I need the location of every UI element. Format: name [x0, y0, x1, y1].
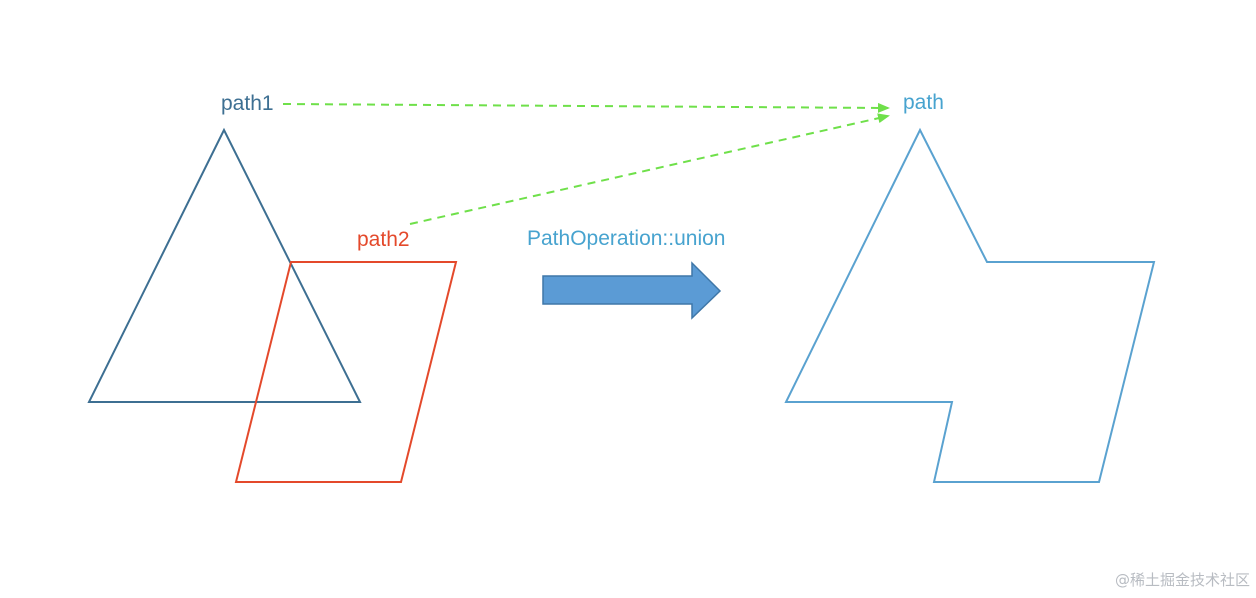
path2-label: path2	[357, 228, 410, 251]
result-union-shape	[784, 127, 1156, 483]
path2-link-arrow	[409, 113, 890, 225]
watermark: @稀土掘金技术社区	[1114, 571, 1250, 589]
path1-link-arrow	[282, 102, 890, 113]
result-label: path	[903, 91, 944, 114]
path1-triangle	[87, 127, 362, 403]
path2-parallelogram	[234, 261, 458, 483]
operation-arrow	[542, 261, 722, 320]
operation-label: PathOperation::union	[527, 227, 725, 250]
path1-label: path1	[221, 92, 274, 115]
